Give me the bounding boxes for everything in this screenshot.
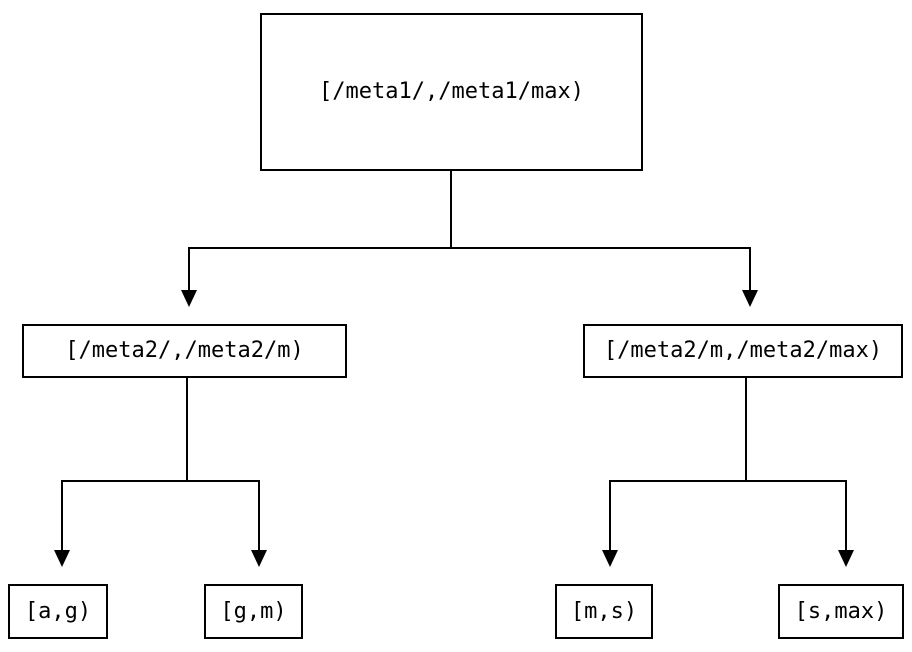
- tree-leaf-a-g-label: [a,g): [24, 598, 92, 624]
- arrowhead-icon: [742, 290, 758, 307]
- tree-leaf-g-m-label: [g,m): [220, 598, 287, 624]
- tree-leaf-m-s-label: [m,s): [570, 598, 638, 624]
- tree-leaf-s-max: [s,max): [778, 584, 904, 639]
- tree-leaf-g-m: [g,m): [204, 584, 303, 639]
- arrowhead-icon: [602, 550, 618, 567]
- arrowhead-icon: [251, 550, 267, 567]
- tree-node-right-child-label: [/meta2/m,/meta2/max): [603, 338, 883, 363]
- tree-leaf-s-max-label: [s,max): [794, 598, 888, 624]
- tree-node-left-child: [/meta2/,/meta2/m): [22, 324, 347, 378]
- tree-leaf-m-s: [m,s): [555, 584, 653, 639]
- arrowhead-icon: [181, 290, 197, 307]
- tree-node-left-child-label: [/meta2/,/meta2/m): [65, 338, 304, 363]
- arrowhead-icon: [54, 550, 70, 567]
- tree-node-root-label: [/meta1/,/meta1/max): [319, 79, 584, 104]
- tree-node-root: [/meta1/,/meta1/max): [260, 13, 643, 171]
- tree-leaf-a-g: [a,g): [8, 584, 108, 639]
- arrowhead-icon: [838, 550, 854, 567]
- tree-node-right-child: [/meta2/m,/meta2/max): [583, 324, 903, 378]
